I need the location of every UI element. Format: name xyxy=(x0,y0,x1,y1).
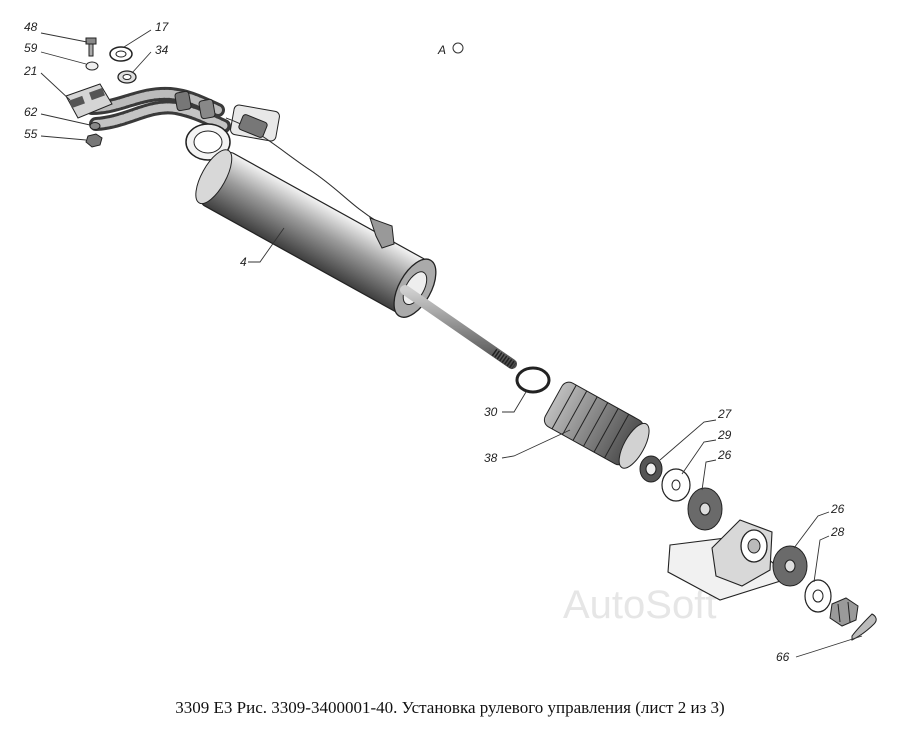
callout-66: 66 xyxy=(776,650,790,664)
watermark: AutoSoft xyxy=(563,583,716,627)
fluid-tube xyxy=(225,114,395,249)
callout-27: 27 xyxy=(717,407,733,421)
figure-caption: 3309 Е3 Рис. 3309-3400001-40. Установка … xyxy=(175,698,725,717)
hose-bracket xyxy=(65,83,113,119)
o-ring-30 xyxy=(515,366,551,394)
cylinder-mount-ring xyxy=(185,104,280,161)
callout-62: 62 xyxy=(24,105,38,119)
callout-26-lower: 26 xyxy=(830,502,845,516)
callout-34: 34 xyxy=(155,43,169,57)
cotter-pin-66 xyxy=(851,613,877,641)
callout-labels: 48 59 21 62 55 17 34 4 30 38 27 29 26 26… xyxy=(23,20,845,664)
callout-55: 55 xyxy=(24,127,38,141)
callout-26-upper: 26 xyxy=(717,448,732,462)
view-marker: A xyxy=(437,42,464,57)
piston-rod xyxy=(400,285,517,370)
dust-boot-38 xyxy=(543,381,650,469)
castle-nut xyxy=(829,597,859,627)
view-marker-label: A xyxy=(437,43,446,57)
hydraulic-hoses xyxy=(85,86,231,133)
bolt-48 xyxy=(85,37,97,57)
callout-4: 4 xyxy=(240,255,247,269)
nut-55 xyxy=(85,133,103,148)
washer-62 xyxy=(89,122,101,130)
washer-59 xyxy=(85,61,99,71)
power-cylinder xyxy=(195,149,437,318)
frame-bracket xyxy=(667,519,792,601)
callout-29: 29 xyxy=(717,428,732,442)
callout-48: 48 xyxy=(24,20,38,34)
callout-21: 21 xyxy=(23,64,37,78)
callout-28: 28 xyxy=(830,525,845,539)
callout-30: 30 xyxy=(484,405,498,419)
callout-59: 59 xyxy=(24,41,38,55)
callout-38: 38 xyxy=(484,451,498,465)
leader-lines xyxy=(40,29,863,658)
callout-17: 17 xyxy=(155,20,170,34)
